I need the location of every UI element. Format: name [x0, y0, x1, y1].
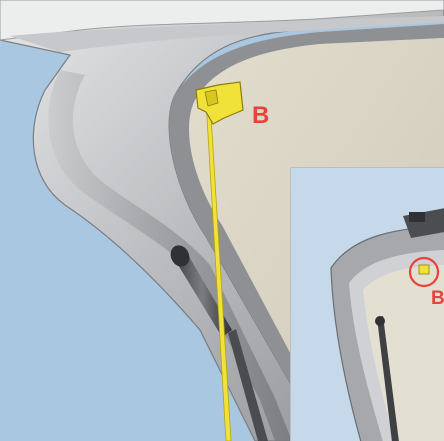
inset-hinge-block [409, 212, 425, 222]
overview-inset [290, 167, 444, 441]
inset-drawing [291, 168, 444, 441]
callout-label-main: B [252, 102, 269, 130]
inset-strut-mount [375, 316, 385, 326]
callout-label-inset: B [431, 288, 444, 310]
inset-clip [419, 265, 429, 274]
